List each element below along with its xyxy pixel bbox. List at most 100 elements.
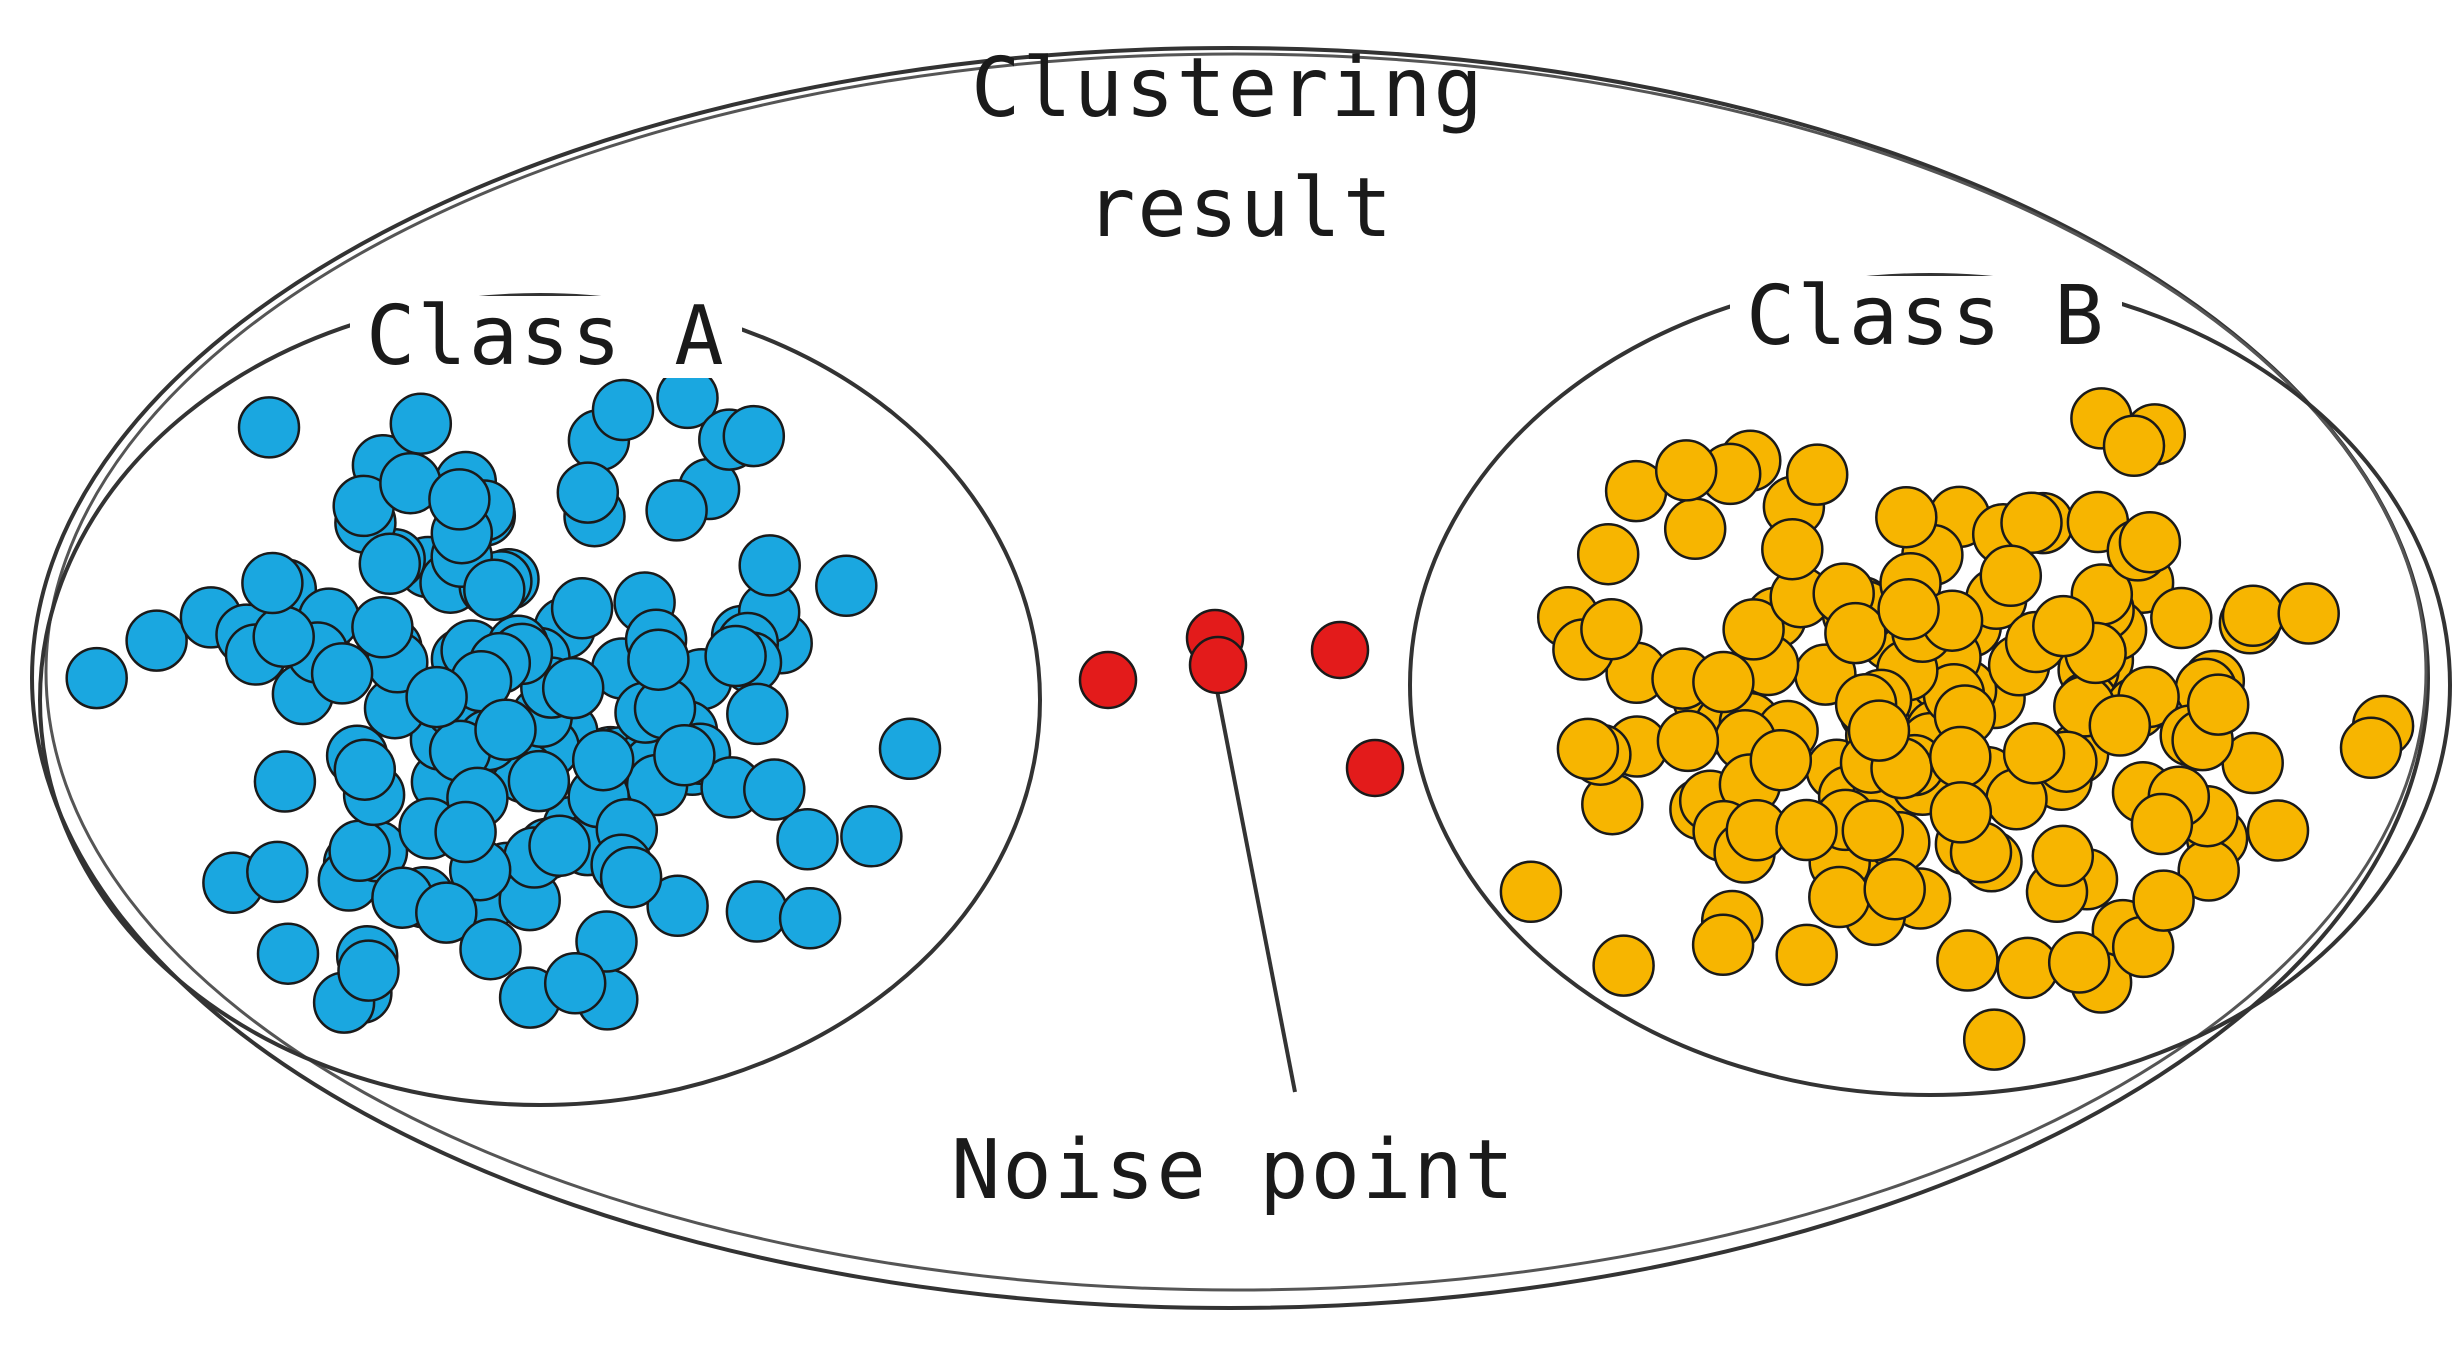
- noise-point: [1078, 650, 1138, 710]
- class-a-point: [646, 874, 709, 938]
- class-a-point: [725, 880, 789, 943]
- class-b-point: [2000, 491, 2063, 555]
- class-a-point: [358, 532, 422, 596]
- class-a-point: [237, 396, 301, 459]
- class-b-point: [1979, 544, 2043, 608]
- class-a-point: [389, 392, 453, 455]
- noise-point-label: Noise point: [951, 1123, 1517, 1218]
- class-a-point: [645, 479, 708, 542]
- class-a-point: [246, 840, 309, 904]
- class-b-point: [2118, 510, 2182, 574]
- class-b-points: [1499, 387, 2415, 1071]
- class-a-point: [333, 738, 397, 801]
- class-b-point: [1775, 923, 1838, 987]
- class-b-point: [1556, 717, 1620, 781]
- class-a-points: [65, 366, 942, 1034]
- class-a-point: [743, 758, 806, 821]
- class-b-point: [2032, 594, 2095, 658]
- outer-ellipse-second-stroke: [44, 52, 2428, 1292]
- class-b-point: [2047, 931, 2111, 994]
- class-a-point: [434, 800, 497, 864]
- class-b-point: [1576, 522, 1640, 586]
- class-b-point: [2132, 869, 2195, 932]
- class-a-point: [541, 656, 605, 720]
- class-b-point: [2031, 824, 2095, 888]
- class-a-point: [252, 605, 315, 668]
- title-line-1: Clustering: [971, 41, 1485, 136]
- class-a-ellipse: [38, 293, 1042, 1107]
- class-a-point: [256, 922, 320, 985]
- class-a-point: [125, 609, 188, 672]
- class-b-point: [1656, 709, 1720, 773]
- class-a-point: [474, 698, 537, 761]
- class-b-point: [1863, 857, 1926, 921]
- class-b-point: [1580, 597, 1643, 661]
- class-a-point: [815, 554, 878, 618]
- class-a-point: [310, 642, 374, 705]
- class-b-point: [1875, 485, 1938, 549]
- class-b-point: [1761, 517, 1824, 581]
- class-a-point: [878, 717, 942, 781]
- class-b-point: [1929, 781, 1993, 844]
- class-b-ellipse: [1408, 273, 2452, 1097]
- class-b-point: [1847, 699, 1911, 762]
- class-a-point: [653, 724, 716, 787]
- class-a-point: [241, 551, 304, 615]
- noise-point: [1188, 635, 1248, 695]
- class-a-point: [778, 887, 842, 950]
- class-b-label: Class B: [1730, 276, 2122, 358]
- class-b-point: [2277, 582, 2340, 645]
- noise-point: [1310, 620, 1370, 680]
- class-b-point: [2246, 799, 2310, 862]
- class-a-point: [405, 665, 468, 729]
- class-a-point: [591, 378, 655, 442]
- class-b-point: [1663, 497, 1727, 561]
- class-a-point: [704, 624, 767, 688]
- class-b-point: [2150, 586, 2213, 650]
- class-b-point: [1929, 725, 1992, 789]
- class-b-point: [2002, 722, 2066, 785]
- class-a-point: [328, 819, 391, 883]
- class-a-point: [556, 461, 620, 524]
- class-a-point: [253, 750, 317, 813]
- class-a-point: [722, 404, 786, 468]
- class-b-point: [1785, 443, 1849, 506]
- class-b-point: [1775, 798, 1838, 862]
- class-b-point: [2088, 694, 2152, 757]
- class-a-point: [337, 939, 400, 1002]
- title-line-2: result: [1086, 161, 1395, 256]
- class-a-point: [428, 468, 491, 531]
- class-b-point: [1877, 578, 1940, 641]
- class-a-point: [415, 881, 478, 944]
- class-b-point: [2102, 414, 2166, 478]
- class-a-point: [575, 910, 638, 973]
- class-b-point: [1499, 860, 1563, 924]
- class-a-point: [65, 646, 128, 710]
- class-b-point: [1824, 601, 1887, 665]
- class-b-point: [1749, 728, 1813, 792]
- noise-pointer-line: [1213, 679, 1297, 1093]
- class-b-point: [1722, 598, 1785, 661]
- outer-ellipse: [30, 46, 2430, 1310]
- class-a-point: [459, 917, 522, 981]
- class-a-point: [627, 628, 690, 691]
- class-b-point: [1691, 913, 1755, 977]
- class-b-point: [1841, 799, 1905, 862]
- class-a-point: [543, 952, 607, 1015]
- noise-point: [1345, 738, 1405, 798]
- class-b-point: [2186, 673, 2250, 736]
- class-a-point: [528, 814, 591, 878]
- class-b-point: [2221, 584, 2285, 648]
- class-b-point: [1592, 934, 1655, 997]
- class-a-point: [776, 808, 839, 871]
- class-a-point: [507, 749, 571, 813]
- class-b-point: [2130, 792, 2194, 856]
- class-b-point: [2339, 716, 2403, 780]
- class-b-point: [1936, 929, 1999, 992]
- class-b-point: [1962, 1008, 2026, 1071]
- class-a-point: [599, 845, 663, 909]
- class-a-label: Class A: [350, 296, 742, 378]
- class-a-point: [463, 558, 526, 621]
